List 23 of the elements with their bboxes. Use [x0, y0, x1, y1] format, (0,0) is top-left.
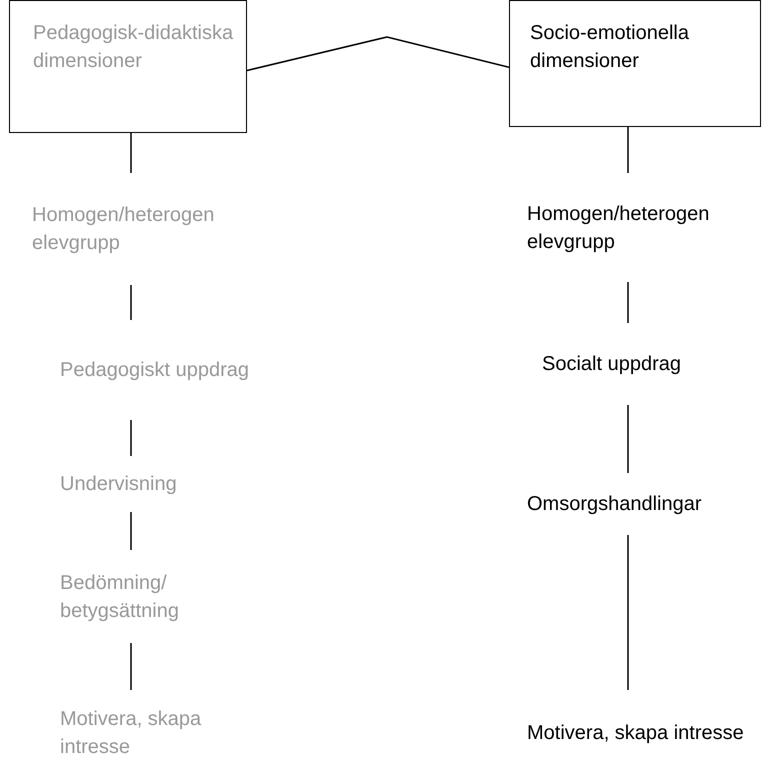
- category-label: Homogen/heterogen elevgrupp: [527, 202, 710, 254]
- category-label: Motivera, skapa intresse: [60, 706, 202, 760]
- box-heading: Pedagogisk-didaktiska dimensioner: [33, 21, 234, 74]
- connector-line: [246, 36, 510, 72]
- category-label: Undervisning: [60, 472, 178, 497]
- category-label: Omsorgshandlingar: [527, 492, 703, 517]
- connector-line: [627, 127, 629, 173]
- connector-line: [130, 133, 132, 173]
- connector-line: [130, 285, 132, 320]
- category-label: Pedagogiskt uppdrag: [60, 358, 250, 383]
- category-label: Socialt uppdrag: [542, 352, 682, 377]
- dimension-box: [9, 0, 247, 133]
- connector-line: [130, 512, 132, 550]
- connector-line: [130, 420, 132, 456]
- box-heading: Socio-emotionella dimensioner: [530, 21, 690, 74]
- category-label: Bedömning/ betygsättning: [60, 570, 180, 624]
- category-label: Homogen/heterogen elevgrupp: [32, 203, 216, 256]
- connector-line: [627, 535, 629, 690]
- dimension-box: [509, 0, 761, 127]
- connector-line: [627, 282, 629, 323]
- category-label: Motivera, skapa intresse: [527, 720, 745, 746]
- connector-line: [130, 643, 132, 690]
- connector-line: [627, 405, 629, 473]
